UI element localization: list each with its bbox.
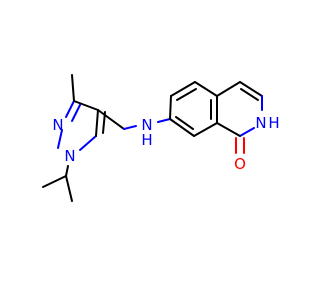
benzo-bond-3 bbox=[194, 81, 218, 97]
nh-aryl-bond bbox=[157, 118, 171, 123]
pyridinone-bond-2 bbox=[239, 81, 263, 97]
isopropyl-methyl-bond-2 bbox=[65, 175, 73, 202]
benzo-bond-6-double bbox=[175, 116, 194, 130]
benzo-bond-5 bbox=[193, 122, 218, 137]
benzo-bond-6 bbox=[169, 118, 195, 137]
molecule-diagram: N N N H N H O bbox=[42, 74, 280, 202]
pyrazole-c3-n2-bond bbox=[65, 100, 75, 118]
pyrazole-nn-bond bbox=[57, 129, 63, 149]
benzo-bond-2 bbox=[170, 81, 196, 97]
benzo-bond-1 bbox=[169, 95, 172, 120]
atom-label-n-isoquinolinone: N bbox=[255, 114, 266, 132]
atom-label-n-pyrazole-1: N bbox=[64, 147, 75, 165]
pyrazole-methyl-bond bbox=[71, 74, 75, 102]
atom-label-n-amine: N bbox=[141, 116, 152, 134]
pyrazole-c4-c3-bond bbox=[73, 100, 99, 111]
benzo-bond-2-double bbox=[176, 88, 197, 101]
pyrazole-c5-c4-bond bbox=[95, 109, 99, 137]
pyridinone-bond-4 bbox=[239, 127, 255, 137]
pyrazole-n1-c5-bond bbox=[79, 135, 97, 151]
atom-label-o-carbonyl: O bbox=[234, 155, 246, 173]
ch2-nh-bond bbox=[123, 125, 137, 130]
ch2-bond bbox=[97, 109, 125, 130]
pyridinone-bond-5 bbox=[216, 122, 241, 137]
atom-label-h-isoquinolinone: H bbox=[268, 114, 279, 132]
atom-label-n-pyrazole-2: N bbox=[52, 116, 63, 134]
pyrazole-c3-n2-double bbox=[71, 104, 81, 122]
isopropyl-n-bond bbox=[65, 165, 69, 177]
pyridinone-bond-1 bbox=[216, 81, 241, 97]
structure-drawing: N N N H N H O bbox=[42, 74, 280, 202]
pyridinone-bond-2-double bbox=[240, 88, 259, 101]
isopropyl-methyl-bond-1 bbox=[42, 175, 67, 188]
atom-label-h-amine: H bbox=[141, 131, 152, 149]
